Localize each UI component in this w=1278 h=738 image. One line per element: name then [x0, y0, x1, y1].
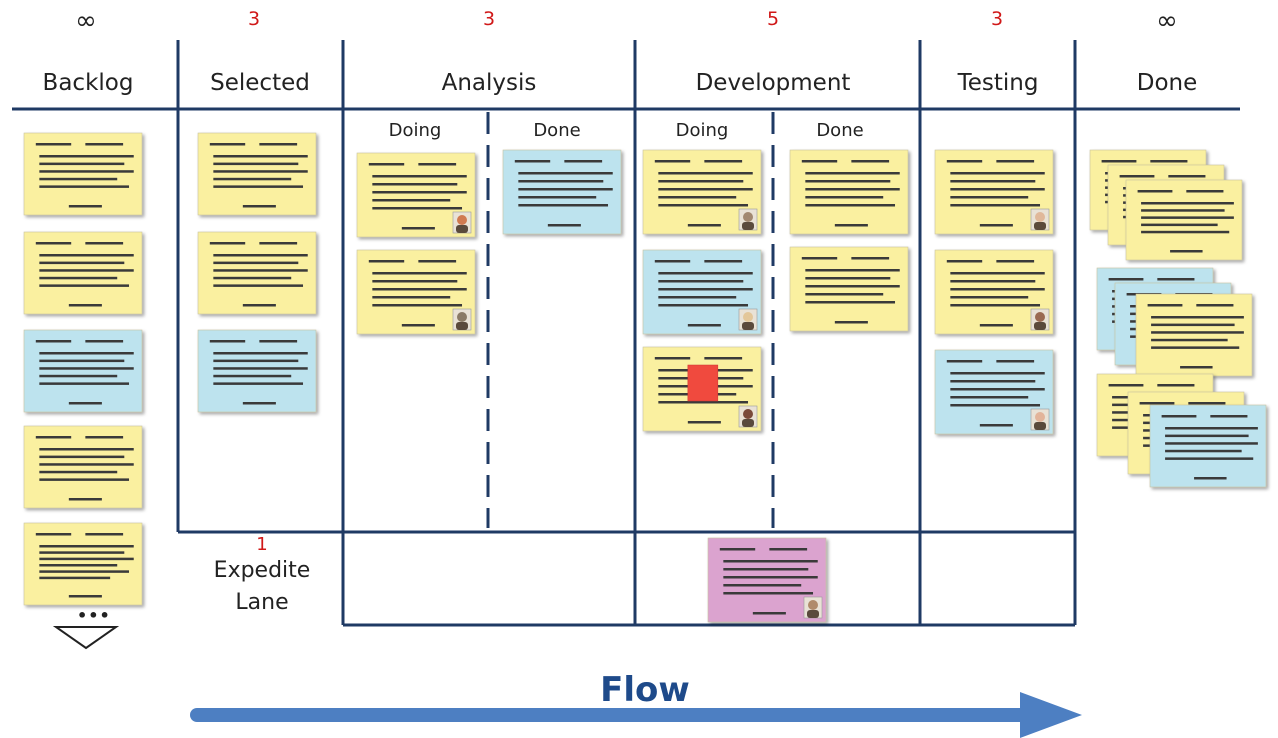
board-grid: [12, 40, 1240, 627]
backlog-card[interactable]: [23, 425, 143, 509]
backlog-wip-limit: ∞: [75, 6, 97, 36]
assignee-avatar: [738, 405, 758, 428]
flow-label: Flow: [600, 670, 690, 710]
analysis-doing-label: Doing: [388, 120, 442, 141]
selected-card[interactable]: [197, 132, 317, 216]
backlog-more-arrow: [52, 626, 120, 650]
development-doing-card[interactable]: [642, 346, 762, 432]
expedite-card[interactable]: [707, 537, 827, 623]
development-done-card[interactable]: [789, 246, 909, 332]
development-done-label: Done: [816, 120, 864, 141]
done-card[interactable]: [1149, 404, 1267, 488]
done-card[interactable]: [1125, 179, 1243, 261]
analysis-doing-card[interactable]: [356, 249, 476, 335]
analysis-wip-limit: 3: [482, 8, 496, 30]
selected-card[interactable]: [197, 231, 317, 315]
column-title-development: Development: [695, 70, 851, 96]
assignee-avatar: [452, 211, 472, 234]
column-title-selected: Selected: [210, 70, 310, 96]
expedite-lane-label-line2: Lane: [235, 590, 289, 615]
assignee-avatar: [1030, 308, 1050, 331]
column-title-analysis: Analysis: [441, 70, 537, 96]
assignee-avatar: [452, 308, 472, 331]
development-wip-limit: 5: [766, 8, 780, 30]
column-title-backlog: Backlog: [42, 70, 134, 96]
selected-wip-limit: 3: [247, 8, 261, 30]
assignee-avatar: [803, 596, 823, 619]
assignee-avatar: [738, 208, 758, 231]
assignee-avatar: [738, 308, 758, 331]
expedite-wip-limit: 1: [256, 534, 268, 555]
development-doing-card[interactable]: [642, 249, 762, 335]
development-done-card[interactable]: [789, 149, 909, 235]
assignee-avatar: [1030, 208, 1050, 231]
backlog-card[interactable]: [23, 329, 143, 413]
testing-wip-limit: 3: [990, 8, 1004, 30]
analysis-doing-card[interactable]: [356, 152, 476, 238]
testing-card[interactable]: [934, 149, 1054, 235]
expedite-lane-label-line1: Expedite: [213, 558, 311, 583]
development-doing-label: Doing: [675, 120, 729, 141]
done-wip-limit: ∞: [1156, 6, 1178, 36]
flow-arrow: [190, 692, 1082, 738]
backlog-card[interactable]: [23, 231, 143, 315]
analysis-done-card[interactable]: [502, 149, 622, 235]
blocker-note: [687, 364, 719, 402]
selected-card[interactable]: [197, 329, 317, 413]
testing-card[interactable]: [934, 249, 1054, 335]
done-card[interactable]: [1135, 293, 1253, 377]
column-title-done: Done: [1136, 70, 1198, 96]
assignee-avatar: [1030, 408, 1050, 431]
column-title-testing: Testing: [957, 70, 1039, 96]
testing-card[interactable]: [934, 349, 1054, 435]
development-doing-card[interactable]: [642, 149, 762, 235]
card-layer: [23, 132, 1267, 623]
backlog-card[interactable]: [23, 522, 143, 606]
backlog-card[interactable]: [23, 132, 143, 216]
backlog-more-indicator: •••: [77, 606, 111, 625]
analysis-done-label: Done: [533, 120, 581, 141]
